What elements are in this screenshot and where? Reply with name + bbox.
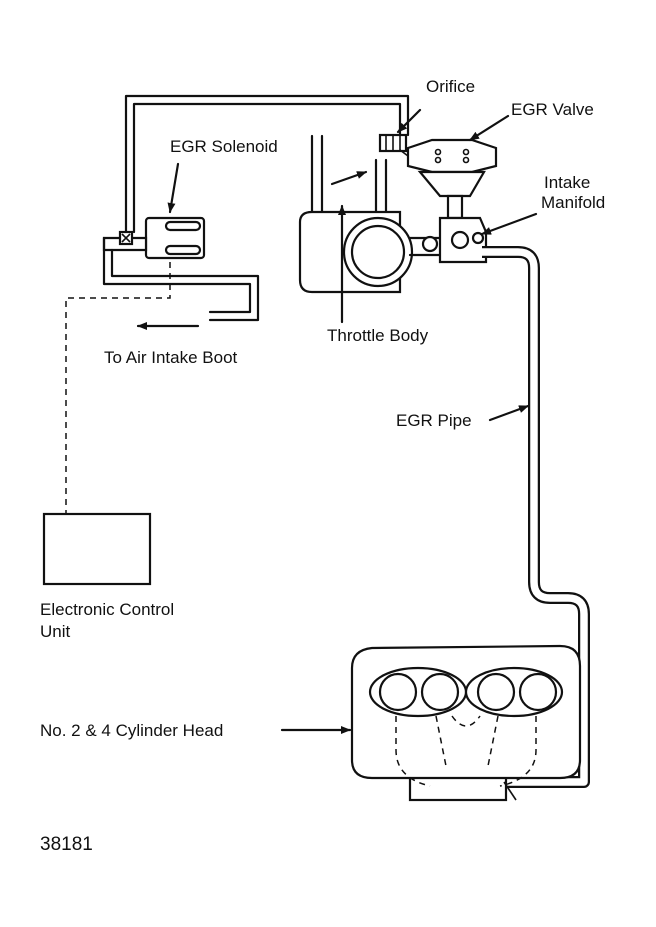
air-intake-boot-label: To Air Intake Boot bbox=[104, 348, 238, 367]
throttle-body bbox=[298, 134, 482, 294]
ecu-label-line2: Unit bbox=[40, 622, 71, 641]
egr-solenoid bbox=[102, 216, 206, 260]
intake-manifold-label-line2: Manifold bbox=[541, 193, 605, 212]
intake-manifold-label-line1: Intake bbox=[544, 173, 590, 192]
pointer-arrows bbox=[167, 108, 538, 734]
ecu-label-line1: Electronic Control bbox=[40, 600, 174, 619]
egr-valve-label: EGR Valve bbox=[511, 100, 594, 119]
ecu-box bbox=[42, 512, 152, 586]
egr-pipe bbox=[482, 246, 590, 788]
egr-pipe-label: EGR Pipe bbox=[396, 411, 472, 430]
air-intake-hose bbox=[102, 236, 260, 322]
egr-valve bbox=[399, 138, 498, 220]
throttle-body-label: Throttle Body bbox=[327, 326, 429, 345]
vacuum-hose-upper bbox=[124, 94, 410, 234]
orifice-fitting bbox=[378, 133, 408, 153]
cylinder-head bbox=[350, 644, 582, 802]
egr-solenoid-label: EGR Solenoid bbox=[170, 137, 278, 156]
cylinder-head-label: No. 2 & 4 Cylinder Head bbox=[40, 721, 223, 740]
orifice-label: Orifice bbox=[426, 77, 475, 96]
figure-number: 38181 bbox=[40, 834, 93, 855]
ecu-wire bbox=[65, 262, 171, 514]
